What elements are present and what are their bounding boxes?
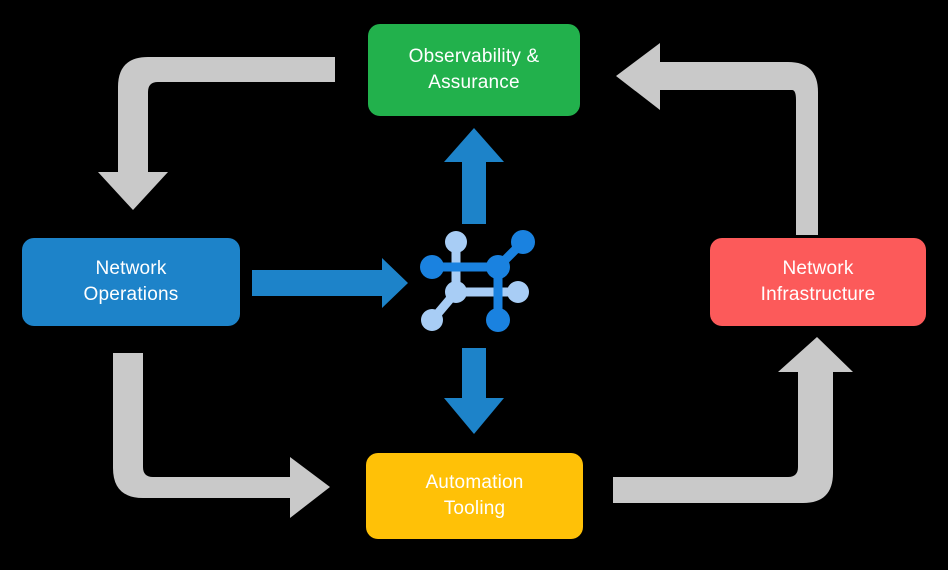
- node-network-infrastructure[interactable]: Network Infrastructure: [710, 238, 926, 326]
- node-network-operations[interactable]: Network Operations: [22, 238, 240, 326]
- arrow-operations-to-automation: [113, 353, 330, 518]
- network-topology-icon: [420, 230, 535, 332]
- node-observability-and-assurance[interactable]: Observability & Assurance: [368, 24, 580, 116]
- arrow-automation-to-infrastructure: [613, 337, 853, 503]
- node-label-network-infrastructure: Network Infrastructure: [760, 258, 876, 305]
- arrow-center-to-automation: [444, 348, 504, 434]
- arrow-operations-to-center: [252, 258, 408, 308]
- arrow-center-to-observability: [444, 128, 504, 224]
- node-label-network-operations: Network Operations: [83, 258, 179, 305]
- node-label-observability: Observability & Assurance: [408, 46, 540, 93]
- arrow-infrastructure-to-observability: [616, 43, 818, 235]
- node-label-automation-tooling: Automation Tooling: [425, 472, 524, 519]
- node-automation-tooling[interactable]: Automation Tooling: [366, 453, 583, 539]
- arrow-observability-to-operations: [98, 57, 335, 210]
